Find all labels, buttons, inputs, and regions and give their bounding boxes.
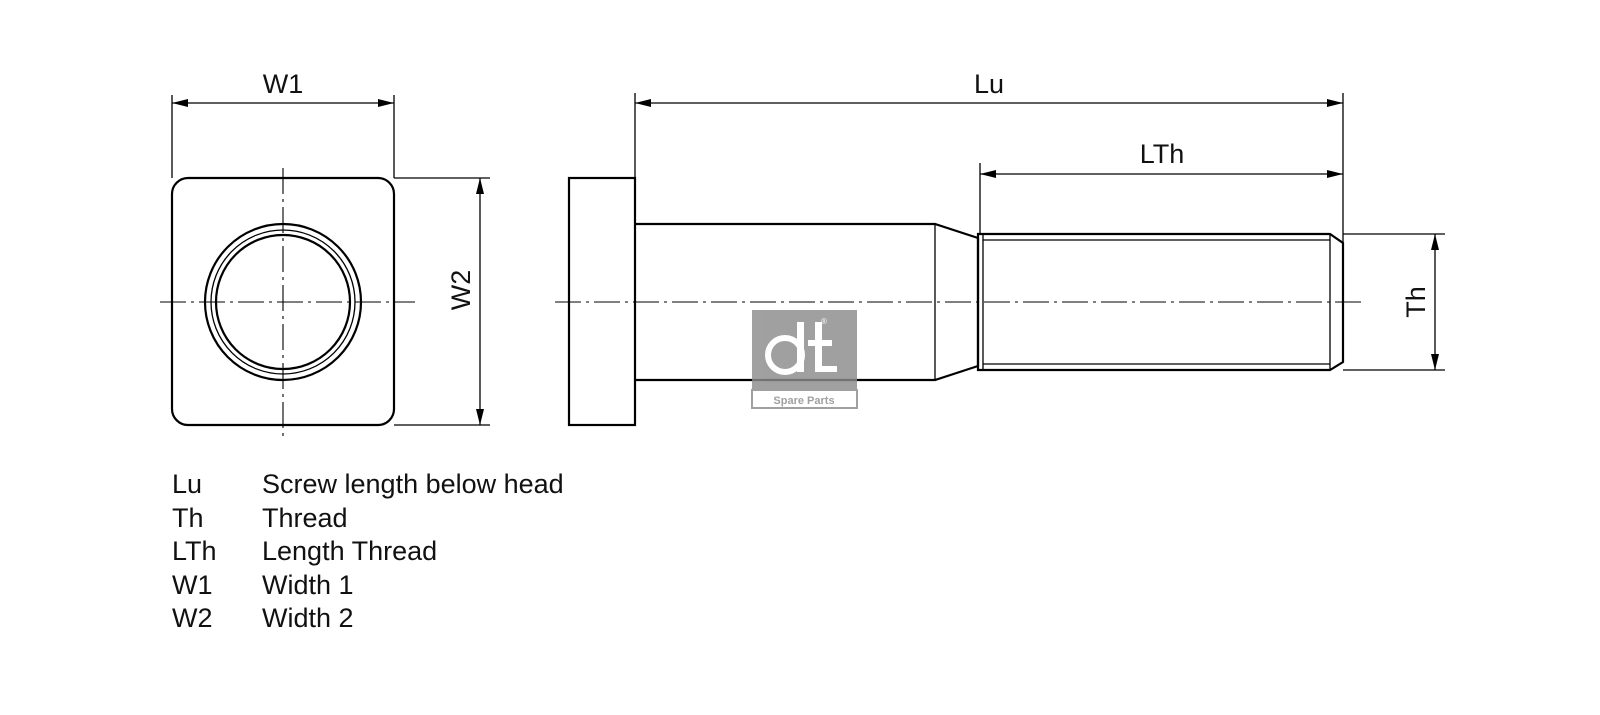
logo-caption: Spare Parts xyxy=(773,395,834,407)
w2-label: W2 xyxy=(446,270,476,311)
lth-label: LTh xyxy=(1140,139,1185,169)
lth-dimension: LTh xyxy=(979,139,1343,234)
th-label: Th xyxy=(1401,286,1431,318)
legend-key: W2 xyxy=(172,603,213,634)
legend-row: W1 Width 1 xyxy=(172,569,564,603)
side-view xyxy=(555,176,1365,427)
legend-row: Th Thread xyxy=(172,502,564,536)
logo-t-stem xyxy=(815,322,822,372)
legend-key: W1 xyxy=(172,569,213,600)
legend-key: Th xyxy=(172,502,204,533)
w1-dimension: W1 xyxy=(171,69,395,178)
lu-label: Lu xyxy=(974,69,1004,99)
legend-key: LTh xyxy=(172,536,217,567)
legend-description: Width 2 xyxy=(262,603,354,634)
legend-description: Length Thread xyxy=(262,536,438,567)
legend-row: LTh Length Thread xyxy=(172,535,564,569)
legend-description: Screw length below head xyxy=(262,469,564,500)
lu-dimension: Lu xyxy=(634,69,1344,243)
legend-row: W2 Width 2 xyxy=(172,602,564,636)
th-dimension: Th xyxy=(1343,233,1445,371)
legend-key: Lu xyxy=(172,469,203,500)
legend: Lu Screw length below head Th Thread LTh… xyxy=(172,468,564,636)
logo-t-foot xyxy=(815,366,837,372)
w2-dimension: W2 xyxy=(394,177,490,426)
w1-label: W1 xyxy=(263,69,304,99)
logo-registered-mark: ® xyxy=(821,317,827,326)
legend-description: Width 1 xyxy=(262,569,354,600)
legend-description: Thread xyxy=(262,502,348,533)
logo-d-stem xyxy=(797,322,804,372)
legend-row: Lu Screw length below head xyxy=(172,468,564,502)
end-view xyxy=(160,168,415,440)
logo-caption-band xyxy=(751,389,858,409)
dt-spare-parts-logo: ® Spare Parts xyxy=(751,310,858,409)
